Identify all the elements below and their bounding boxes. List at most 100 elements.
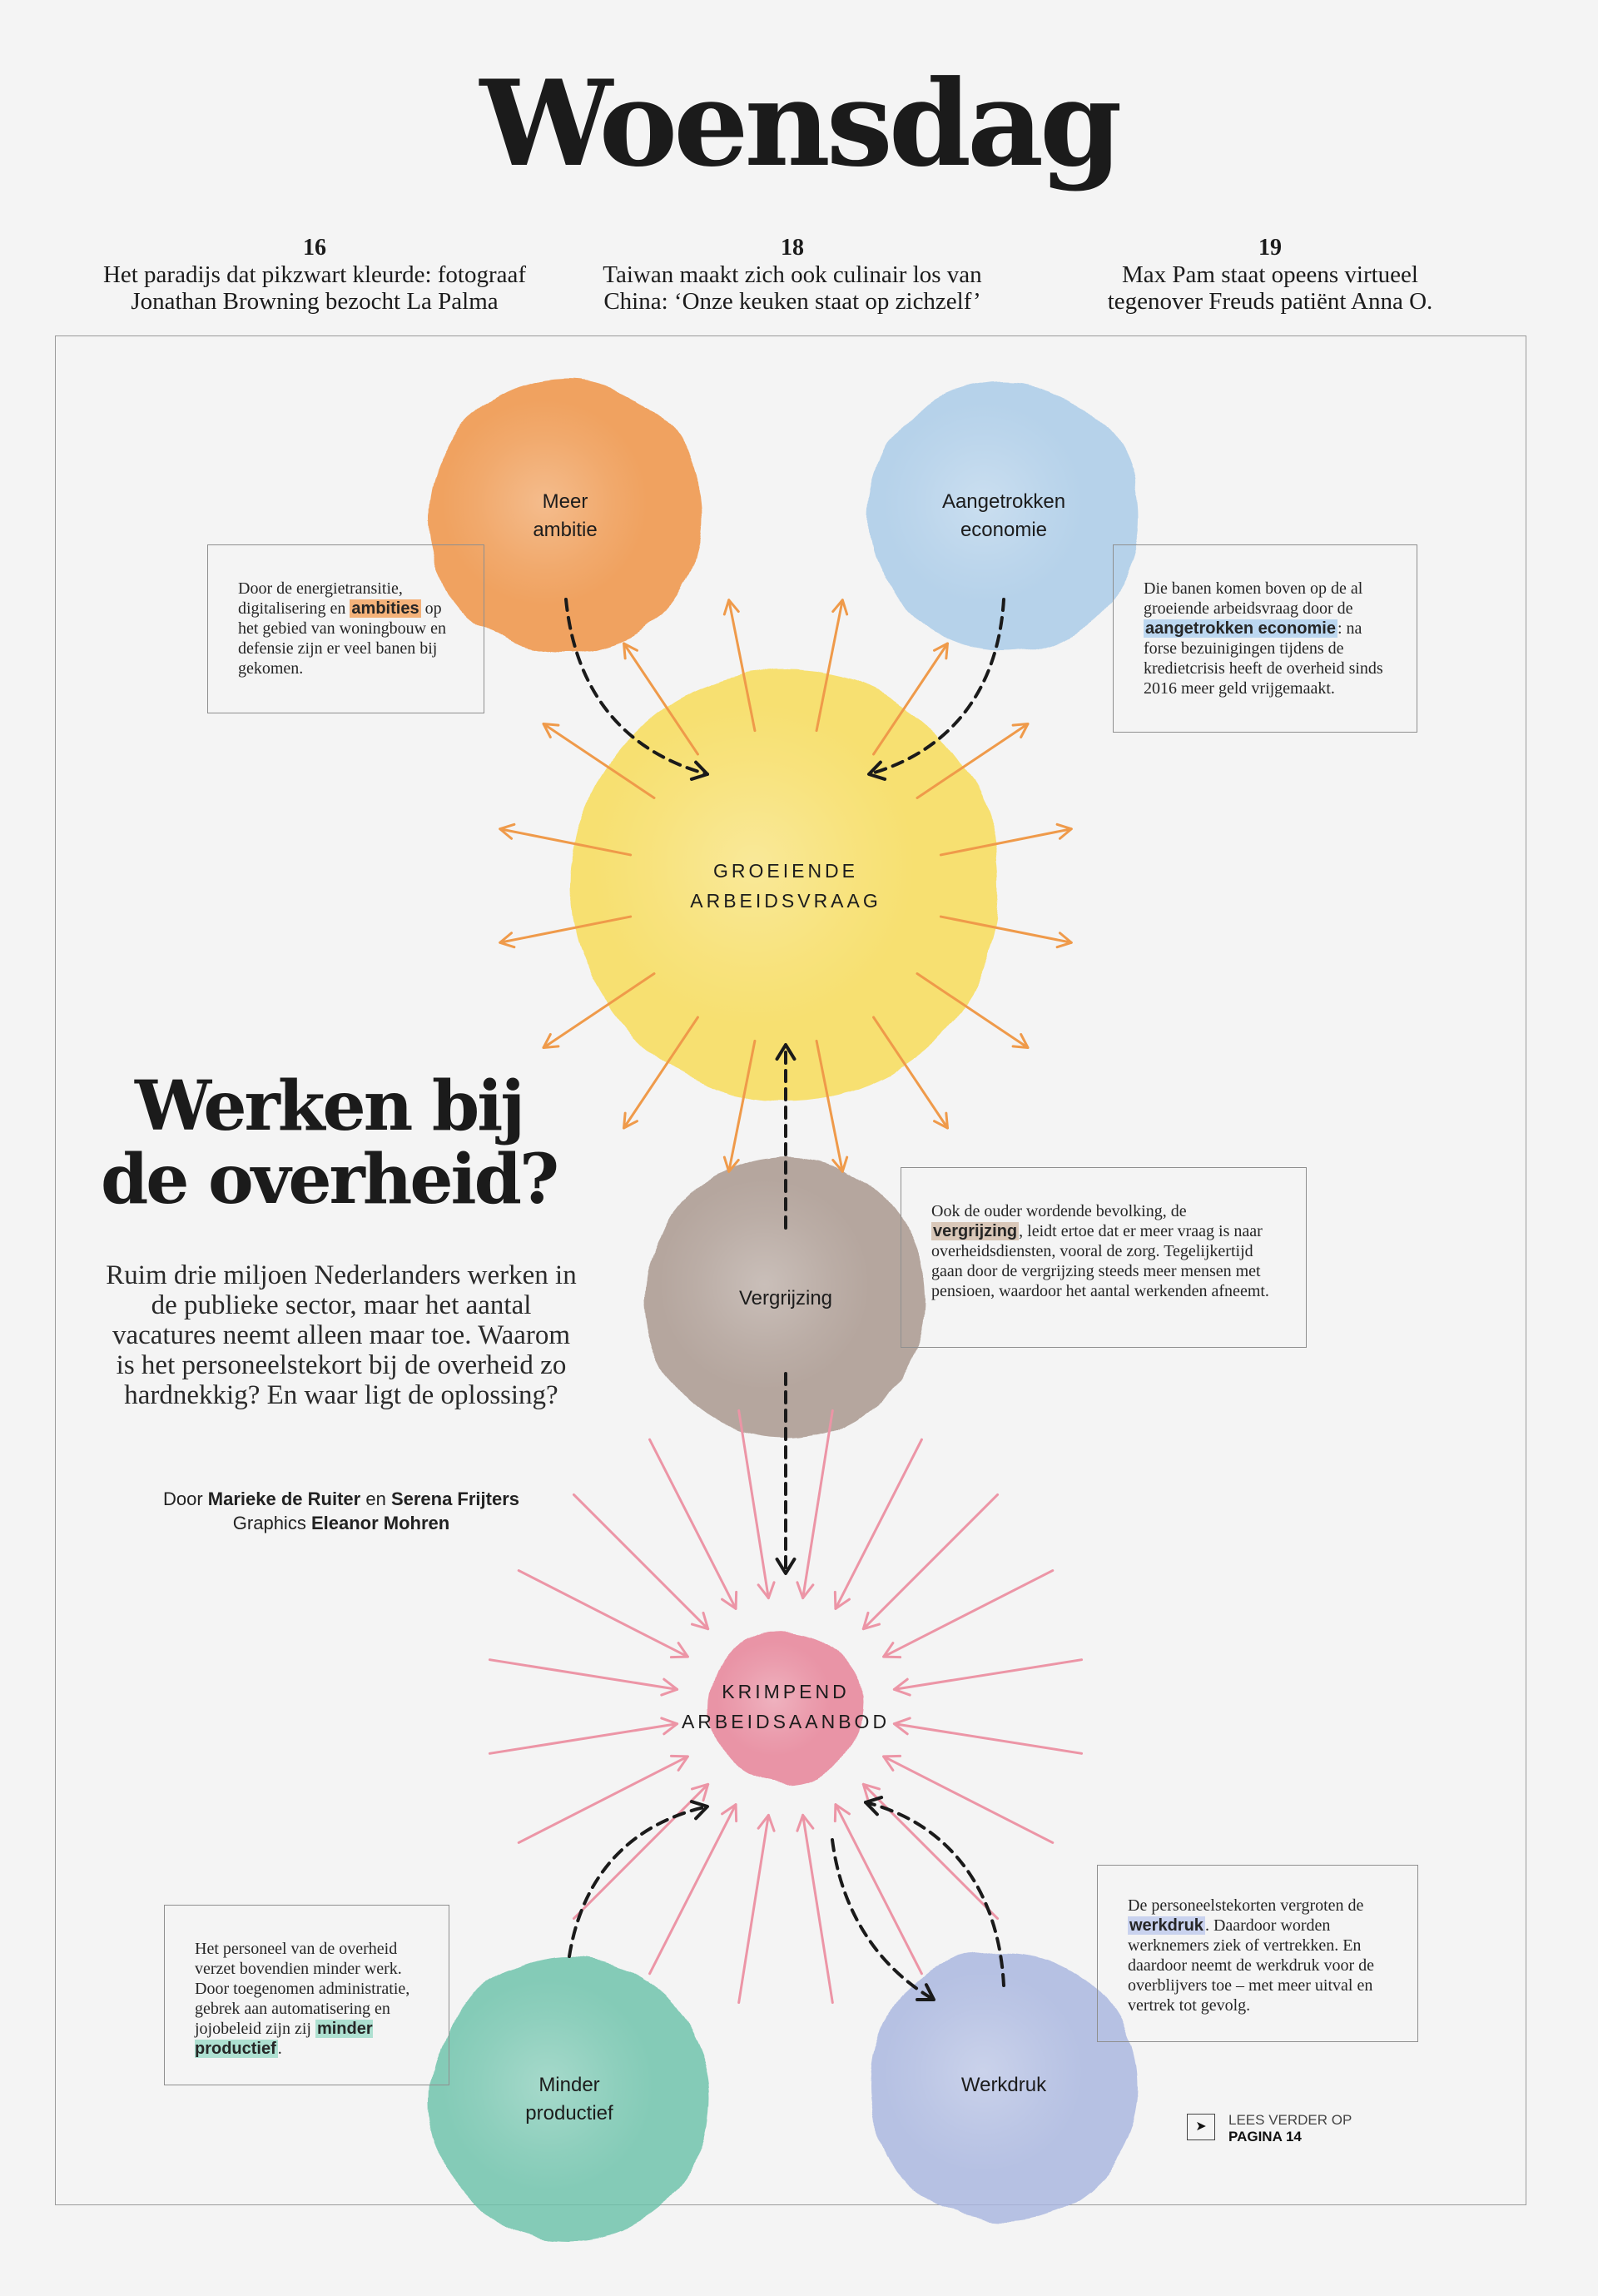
dashed-arrow-economie-to-arbeidsvraag [867, 598, 1005, 781]
pink-ray-arrow [882, 1569, 1055, 1659]
author-name[interactable]: Marieke de Ruiter [207, 1488, 361, 1509]
note-highlight: werkdruk [1128, 1916, 1205, 1935]
rays-layer [488, 599, 1084, 2005]
read-more-page: PAGINA 14 [1228, 2129, 1302, 2144]
orange-ray-arrow [939, 822, 1073, 857]
label-line: Werkdruk [960, 2074, 1047, 2096]
teaser-page-19[interactable]: 19 Max Pam staat opeens virtueel tegenov… [1037, 235, 1503, 315]
circle-werkdruk [869, 1951, 1139, 2220]
watercolor-highlight [441, 399, 648, 606]
byline: Door Marieke de Ruiter en Serena Frijter… [100, 1487, 583, 1535]
byline-graphics-label: Graphics [232, 1513, 306, 1533]
circle-vergrijzing [644, 1157, 927, 1440]
note-text: Die banen komen boven op de al groeiende… [1144, 579, 1363, 618]
note-text: Door de energietransitie, digitalisering… [238, 579, 403, 618]
orange-ray-arrow [499, 915, 633, 949]
orange-ray-arrow [916, 723, 1030, 799]
label-line: economie [960, 519, 1048, 541]
dashed-arrow-werkdruk-to-arbeidsaanbod [864, 1796, 1005, 1987]
pink-ray-arrow [517, 1754, 689, 1844]
pink-ray-arrow [737, 1813, 776, 2005]
note-text: De personeelstekorten vergroten de [1128, 1896, 1364, 1915]
teaser-page-number: 19 [1258, 235, 1282, 261]
pink-ray-arrow [648, 1803, 738, 1975]
note-werkdruk: De personeelstekorten vergroten de werkd… [1097, 1865, 1418, 2042]
dashed-arrow-arbeidsaanbod-to-werkdruk [831, 1838, 935, 2001]
pink-ray-arrow [488, 1717, 679, 1755]
headline-line: de overheid? [100, 1140, 559, 1220]
note-productief: Het personeel van de overheid verzet bov… [164, 1905, 449, 2085]
orange-ray-arrow [722, 599, 757, 733]
author-name[interactable]: Eleanor Mohren [310, 1513, 450, 1533]
label-line: Minder [538, 2074, 600, 2096]
teaser-page-number: 18 [781, 235, 804, 261]
circle-aangetrokken [869, 381, 1139, 651]
note-text: . [277, 2040, 282, 2058]
note-text: , leidt ertoe dat er meer vraag is naar … [931, 1222, 1269, 1300]
orange-ray-arrow [722, 1039, 757, 1173]
pink-ray-arrow [572, 1493, 710, 1631]
dashed-arrows-layer [564, 598, 1005, 2001]
chevron-right-icon: ➤ [1187, 2114, 1215, 2140]
dashed-arrow-ambitie-to-arbeidsvraag [564, 598, 709, 781]
note-text: op het gebied van woningbouw en defensie… [238, 599, 446, 678]
author-name[interactable]: Serena Frijters [390, 1488, 520, 1509]
watercolor-highlight [882, 1970, 1085, 2174]
byline-authors: Door Marieke de Ruiter en Serena Frijter… [100, 1487, 583, 1511]
teaser-text-line: Taiwan maakt zich ook culinair los van [603, 261, 982, 288]
orange-ray-arrow [542, 723, 656, 799]
dashed-arrow-vergrijzing-to-arbeidsvraag [775, 1043, 797, 1230]
orange-ray-arrow [815, 1039, 849, 1173]
orange-ray-arrow [872, 1016, 949, 1130]
label-line: Vergrijzing [738, 1287, 833, 1310]
dashed-arrow-productief-to-arbeidsaanbod [568, 1800, 709, 1958]
pink-ray-arrow [833, 1803, 923, 1975]
pink-ray-arrow [517, 1569, 689, 1659]
headline-line: Werken bij [134, 1066, 525, 1146]
teaser-page-16[interactable]: 16 Het paradijs dat pikzwart kleurde: fo… [82, 235, 548, 315]
watercolor-highlight [442, 1979, 654, 2192]
orange-ray-arrow [815, 599, 849, 733]
circles-layer [428, 379, 1139, 2241]
pink-ray-arrow [861, 1782, 1000, 1921]
orange-ray-arrow [939, 915, 1073, 949]
label-line: KRIMPEND [722, 1681, 850, 1702]
byline-prefix: Door [162, 1488, 203, 1509]
circle-label-meer-ambitie: Meer ambitie [533, 488, 597, 544]
article-headline: Werken bij de overheid? [75, 1070, 583, 1216]
dashed-arrow-vergrijzing-to-arbeidsaanbod [775, 1372, 797, 1575]
teaser-page-number: 16 [303, 235, 326, 261]
pink-ray-arrow [861, 1493, 1000, 1631]
orange-ray-arrow [542, 972, 656, 1049]
pink-ray-arrow [882, 1754, 1055, 1844]
note-economie: Die banen komen boven op de al groeiende… [1113, 544, 1417, 733]
note-highlight: vergrijzing [931, 1222, 1020, 1240]
circle-label-vergrijzing: Vergrijzing [739, 1285, 832, 1313]
watercolor-highlight [882, 401, 1085, 604]
byline-graphics: Graphics Eleanor Mohren [100, 1511, 583, 1535]
teaser-page-18[interactable]: 18 Taiwan maakt zich ook culinair los va… [559, 235, 1025, 315]
circle-label-minder-productief: Minder productief [525, 2071, 613, 2128]
watercolor-highlight [658, 1178, 871, 1391]
label-line: ARBEIDSVRAAG [690, 890, 881, 912]
teaser-text-line: Max Pam staat opeens virtueel [1122, 261, 1418, 288]
watercolor-highlight [717, 1641, 832, 1757]
orange-ray-arrow [872, 642, 949, 756]
circle-label-krimpend-arbeidsaanbod: KRIMPEND ARBEIDSAANBOD [682, 1677, 890, 1737]
note-highlight: ambities [350, 599, 421, 618]
read-more-label: LEES VERDER OP [1228, 2112, 1352, 2128]
note-text: Het personeel van de overheid verzet bov… [195, 1940, 410, 2038]
teaser-text-line: Jonathan Browning bezocht La Palma [131, 288, 499, 315]
circle-label-groeiende-arbeidsvraag: GROEIENDE ARBEIDSVRAAG [690, 856, 881, 916]
pink-ray-arrow [796, 1409, 834, 1600]
pink-ray-arrow [572, 1782, 710, 1921]
orange-ray-arrow [623, 1016, 699, 1130]
pink-ray-arrow [892, 1658, 1084, 1697]
pink-ray-arrow [892, 1717, 1084, 1755]
label-line: Meer [542, 490, 588, 513]
note-vergrijzing: Ook de ouder wordende bevolking, de verg… [901, 1167, 1307, 1348]
note-text: : na forse bezuinigingen tijdens de kred… [1144, 619, 1383, 698]
orange-ray-arrow [499, 822, 633, 857]
article-intro: Ruim drie miljoen Nederlanders werken in… [106, 1260, 577, 1410]
